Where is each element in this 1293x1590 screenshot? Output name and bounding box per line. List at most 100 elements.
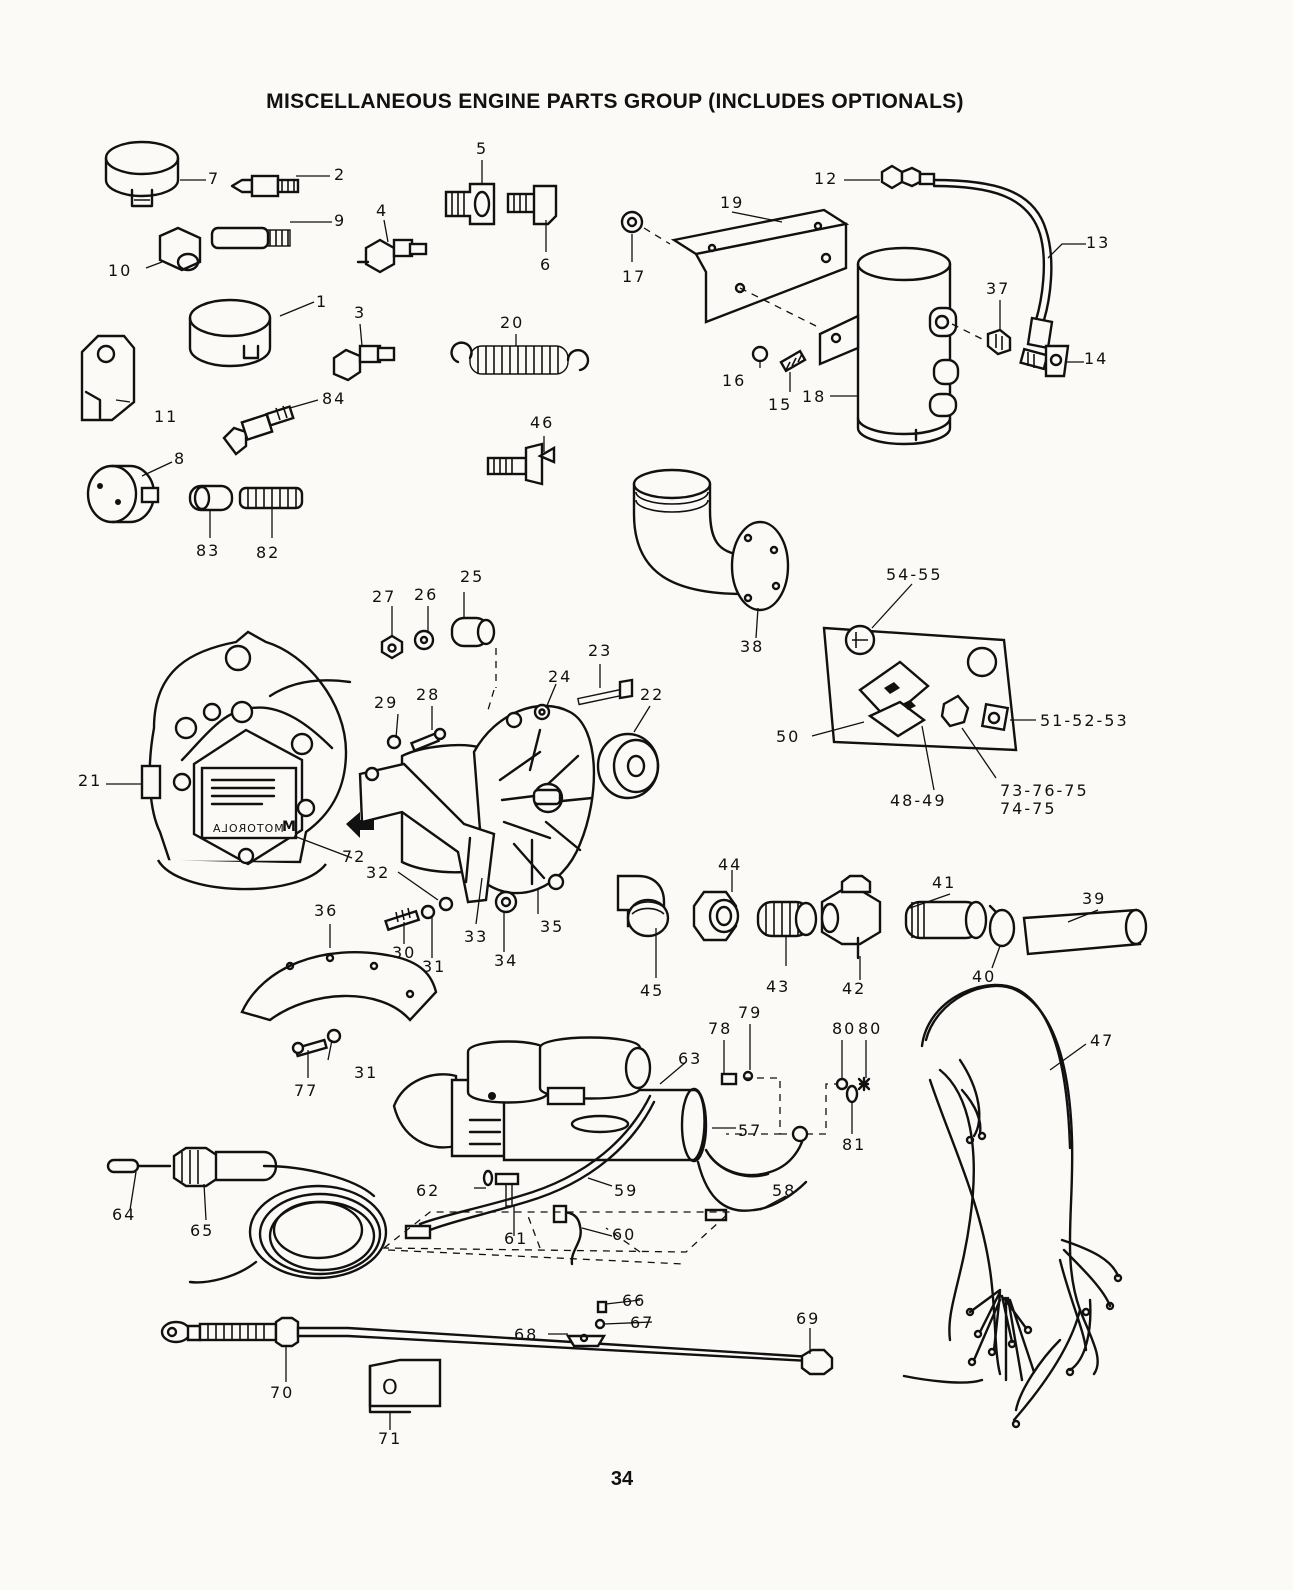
wing-screw-46 [486, 442, 556, 486]
gauge-sender-1 [188, 298, 272, 368]
spring-20 [450, 341, 590, 375]
nipple-43 [756, 900, 818, 938]
callout-81: 81 [842, 1135, 867, 1154]
washer-29 [386, 734, 402, 750]
spacer-25 [450, 616, 496, 648]
clamp-40 [988, 904, 1016, 948]
callout-8: 8 [174, 449, 187, 468]
nut-80b [857, 1076, 871, 1092]
callout-78: 78 [708, 1019, 733, 1038]
callout-47: 47 [1090, 1031, 1115, 1050]
callout-41: 41 [932, 873, 957, 892]
callout-31: 31 [422, 957, 447, 976]
callout-65: 65 [190, 1221, 215, 1240]
cable-59 [404, 1094, 656, 1240]
callout-32: 32 [366, 863, 391, 882]
callout-19: 19 [720, 193, 745, 212]
bushing-44 [692, 890, 740, 942]
switch-4 [356, 238, 428, 274]
callout-29: 29 [374, 693, 399, 712]
plate-71 [368, 1358, 442, 1414]
filter-housing-18 [818, 246, 960, 446]
arrow-marker [346, 812, 374, 838]
callout-61: 61 [504, 1229, 529, 1248]
callout-2: 2 [334, 165, 347, 184]
callout-44: 44 [718, 855, 743, 874]
callout-73-76-75: 73-76-75 [1000, 781, 1089, 800]
nipple-82 [238, 486, 304, 510]
callout-74-75: 74-75 [1000, 799, 1057, 818]
wiring-harness-47 [902, 983, 1123, 1429]
adapter-10 [158, 226, 202, 272]
hose-39 [1022, 908, 1148, 956]
hose-13 [932, 178, 1054, 350]
callout-68: 68 [514, 1325, 539, 1344]
elbow-45 [616, 874, 670, 938]
callout-45: 45 [640, 981, 665, 1000]
callout-21: 21 [78, 771, 103, 790]
belt-guard-36 [240, 951, 438, 1022]
callout-9: 9 [334, 211, 347, 230]
bushing-5 [444, 182, 496, 226]
callout-27: 27 [372, 587, 397, 606]
lockwasher-62 [482, 1169, 494, 1187]
alternator-brand: MOTOROLA [212, 822, 284, 835]
capscrew-61 [494, 1172, 520, 1207]
callout-30: 30 [392, 943, 417, 962]
gauge-capillary-65 [172, 1146, 388, 1284]
cable-60 [552, 1204, 582, 1266]
switch-bracket-11 [80, 334, 136, 422]
callout-17: 17 [622, 267, 647, 286]
nut-80 [835, 1077, 849, 1091]
alternator-rear-housing [140, 630, 352, 891]
callout-51-52-53: 51-52-53 [1040, 711, 1129, 730]
page-title: MISCELLANEOUS ENGINE PARTS GROUP (INCLUD… [266, 90, 964, 113]
callout-28: 28 [416, 685, 441, 704]
callout-5: 5 [476, 139, 489, 158]
callout-20: 20 [500, 313, 525, 332]
starter-motor-63 [392, 1036, 708, 1163]
callout-62: 62 [416, 1181, 441, 1200]
callout-48-49: 48-49 [890, 791, 947, 810]
callout-43: 43 [766, 977, 791, 996]
washer-16 [751, 345, 769, 363]
washer-24 [533, 703, 551, 721]
bolt-77 [291, 1038, 329, 1058]
callout-37: 37 [986, 279, 1011, 298]
washer-67 [594, 1318, 606, 1330]
callout-71: 71 [378, 1429, 403, 1448]
callout-26: 26 [414, 585, 439, 604]
callout-83: 83 [196, 541, 221, 560]
callout-82: 82 [256, 543, 281, 562]
callout-7: 7 [208, 169, 221, 188]
banjo-fitting-14 [1019, 344, 1070, 378]
callout-23: 23 [588, 641, 613, 660]
callout-31b: 31 [354, 1063, 379, 1082]
washer-32 [438, 896, 454, 912]
callout-70: 70 [270, 1383, 295, 1402]
callout-60: 60 [612, 1225, 637, 1244]
pulley-22 [596, 732, 660, 800]
callout-57: 57 [738, 1121, 763, 1140]
callout-10: 10 [108, 261, 133, 280]
pipe-41 [904, 900, 988, 940]
callout-80b: 80 [858, 1019, 883, 1038]
tee-42 [820, 874, 882, 960]
cable-57 [704, 1125, 809, 1178]
callout-58: 58 [772, 1181, 797, 1200]
callout-3: 3 [354, 303, 367, 322]
bulb-64 [106, 1158, 172, 1174]
sleeve-83 [188, 484, 234, 512]
callout-42: 42 [842, 979, 867, 998]
washer-79 [742, 1070, 754, 1082]
elbow-38 [632, 468, 790, 612]
adjusting-strap-33 [358, 762, 496, 904]
capscrew-23 [577, 678, 634, 706]
nut-27 [380, 634, 404, 660]
callout-36: 36 [314, 901, 339, 920]
callout-46: 46 [530, 413, 555, 432]
callout-1: 1 [316, 292, 329, 311]
callout-15: 15 [768, 395, 793, 414]
callout-59: 59 [614, 1181, 639, 1200]
